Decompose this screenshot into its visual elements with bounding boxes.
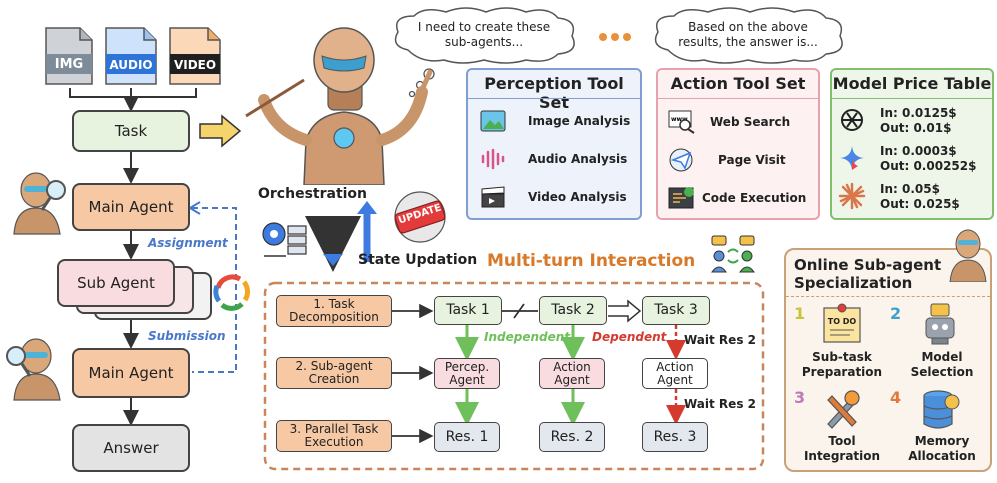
img-label: IMG	[54, 57, 84, 72]
state-updation-label: State Updation	[358, 252, 478, 268]
video-label: VIDEO	[173, 58, 217, 72]
perception-tool-panel: Perception Tool Set Image Analysis Audio…	[466, 68, 642, 220]
database-icon	[918, 388, 962, 432]
result-3-box: Res. 3	[642, 422, 708, 452]
wait-res-label-1: Wait Res 2	[684, 333, 756, 347]
clapperboard-icon	[481, 186, 505, 208]
inputs-bracket	[69, 88, 197, 98]
update-badge-icon: UPDATE	[392, 190, 448, 244]
main-agent-top-box: Main Agent	[72, 183, 190, 231]
result-2-box: Res. 2	[539, 422, 605, 452]
image-icon	[480, 110, 506, 132]
tools-wrench-icon	[820, 388, 864, 432]
robot-magnifier-avatar-bottom	[4, 334, 66, 402]
price-row-2: In: 0.0003$Out: 0.00252$	[880, 144, 977, 173]
waveform-icon	[481, 148, 505, 170]
refresh-cycle-icon	[213, 274, 251, 311]
audio-file-icon: AUDIO	[104, 26, 158, 86]
step-subagent-creation: 2. Sub-agent Creation	[276, 357, 392, 389]
code-editor-icon	[668, 187, 694, 209]
task-1-box: Task 1	[434, 296, 502, 325]
action-tool-panel: Action Tool Set www Web Search Page Visi…	[656, 68, 820, 220]
price-row-3: In: 0.05$Out: 0.025$	[880, 182, 960, 211]
thought-bubble-left: I need to create these sub-agents...	[388, 6, 580, 66]
percep-agent-box: Percep. Agent	[434, 358, 500, 389]
orchestrator-robot-illustration	[244, 20, 434, 186]
perception-title: Perception Tool Set	[484, 74, 624, 112]
robot-avatar-corner	[946, 226, 990, 286]
result-1-box: Res. 1	[434, 422, 500, 452]
independent-label: Independent	[484, 330, 571, 344]
sub-agent-box: Sub Agent	[57, 259, 175, 307]
tool-video-analysis: Video Analysis	[480, 186, 627, 208]
web-search-icon: www	[668, 110, 695, 134]
multi-turn-title: Multi-turn Interaction	[487, 251, 696, 271]
action-title: Action Tool Set	[670, 74, 806, 93]
specialization-title: Online Sub-agent Specialization	[794, 256, 942, 292]
tool-page-visit: Page Visit	[668, 148, 786, 172]
spec-num-2: 2	[890, 304, 902, 323]
audio-label: AUDIO	[109, 58, 153, 72]
tool-image-analysis: Image Analysis	[480, 110, 630, 132]
todo-text: TO DO	[827, 317, 857, 326]
video-file-icon: VIDEO	[168, 26, 222, 86]
task-to-orchestrator-arrow	[199, 114, 242, 148]
task-3-box: Task 3	[642, 296, 710, 325]
step-parallel-execution: 3. Parallel Task Execution	[276, 420, 392, 452]
action-agent-box-2: Action Agent	[642, 358, 708, 389]
openai-logo-icon	[838, 106, 866, 138]
claude-logo-icon	[838, 182, 866, 214]
submission-label: Submission	[148, 329, 226, 343]
price-row-1: In: 0.0125$Out: 0.01$	[880, 106, 957, 135]
paper-plane-icon	[669, 148, 693, 172]
tool-web-search: www Web Search	[668, 110, 790, 134]
svg-text:www: www	[671, 116, 688, 123]
orchestration-label: Orchestration	[258, 186, 368, 202]
server-network-icon	[258, 218, 310, 262]
model-price-panel: Model Price Table In: 0.0125$Out: 0.01$ …	[830, 68, 994, 220]
task-box: Task	[72, 110, 190, 152]
loop-dashed	[192, 207, 237, 373]
gemini-logo-icon	[838, 144, 866, 176]
spec-label-1: Sub-task Preparation	[801, 350, 883, 379]
tool-audio-analysis: Audio Analysis	[480, 148, 627, 170]
main-agent-bottom-box: Main Agent	[72, 348, 190, 398]
thought-right-text: Based on the above results, the answer i…	[678, 20, 818, 49]
model-robot-icon	[918, 302, 962, 346]
thought-left-text: I need to create these sub-agents...	[417, 20, 551, 49]
img-file-icon: IMG	[44, 26, 94, 86]
step-task-decomposition: 1. Task Decomposition	[276, 295, 392, 327]
dependent-label: Dependent	[592, 330, 667, 344]
spec-num-4: 4	[890, 388, 902, 407]
spec-num-3: 3	[794, 388, 806, 407]
wait-res-label-2: Wait Res 2	[684, 397, 756, 411]
assignment-label: Assignment	[148, 236, 228, 250]
specialization-panel: Online Sub-agent Specialization 1 TO DO …	[784, 229, 992, 472]
robot-magnifier-avatar-top	[6, 168, 68, 236]
up-arrow-blue	[357, 201, 377, 214]
task-2-box: Task 2	[539, 296, 607, 325]
price-title: Model Price Table	[832, 74, 992, 93]
spec-label-4: Memory Allocation	[908, 434, 976, 463]
action-agent-box-1: Action Agent	[539, 358, 605, 389]
answer-box: Answer	[72, 424, 190, 472]
spec-num-1: 1	[794, 304, 806, 323]
spec-label-3: Tool Integration	[803, 434, 881, 463]
todo-note-icon: TO DO	[820, 302, 864, 346]
tool-code-execution: Code Execution	[668, 186, 806, 210]
people-chat-icon	[710, 234, 756, 274]
spec-label-2: Model Selection	[910, 350, 974, 379]
thought-bubble-right: Based on the above results, the answer i…	[648, 6, 848, 66]
